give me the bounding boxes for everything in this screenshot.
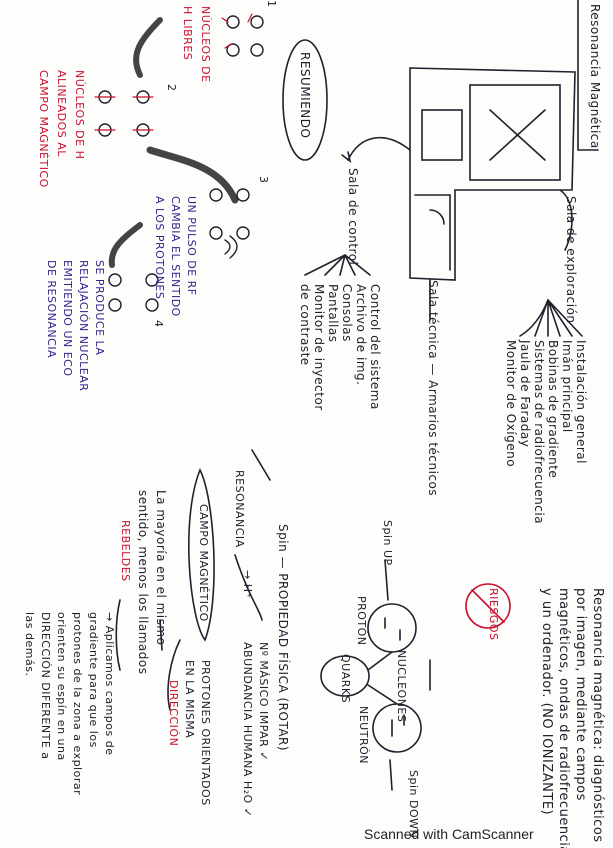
spin-line-12: REBELDES bbox=[119, 520, 132, 582]
step3-text-line-1: UN PULSO DE RF bbox=[185, 196, 198, 296]
step1-text-line-1: NÚCLEOS DE bbox=[199, 6, 212, 83]
step4-text-line-3: EMITIENDO UN ECO bbox=[61, 260, 74, 377]
exploracion-item-5: Jaula de Faraday bbox=[518, 340, 532, 448]
step-3: 3 bbox=[257, 176, 270, 184]
spin-line-13: → Aplicamos campos de bbox=[103, 612, 116, 756]
proton-label: PROTÓN bbox=[355, 596, 368, 646]
definition-line-3: magnéticos, ondas de radiofrecuencia bbox=[556, 588, 571, 848]
spin-line-14: gradiente para que los bbox=[87, 612, 100, 748]
spin-line-2: Nº MÁSICO IMPAR ✓ bbox=[257, 642, 270, 762]
spin-line-18: las demás. bbox=[23, 612, 36, 677]
control-item-5: Monitor de inyector bbox=[312, 284, 326, 411]
step-4: 4 bbox=[152, 320, 165, 328]
exploracion-item-3: Bobinas de gradiente bbox=[546, 340, 560, 479]
quarks-label: QUARKS bbox=[339, 654, 352, 704]
step-2: 2 bbox=[165, 84, 178, 92]
exploracion-item-1: Instalación general bbox=[574, 340, 588, 464]
exploracion-item-2: Imán principal bbox=[560, 340, 574, 433]
spin-line-15: protones de la zona a explorar bbox=[71, 612, 84, 796]
step-1: 1 bbox=[265, 0, 278, 8]
spin-line-4: → H⁺ bbox=[241, 570, 254, 599]
step2-text-line-1: NÚCLEOS DE H bbox=[73, 70, 86, 160]
control-item-1: Control del sistema bbox=[368, 284, 382, 410]
scanner-watermark: Scanned with CamScanner bbox=[364, 826, 534, 842]
spin-line-9: DIRECCIÓN bbox=[167, 680, 180, 747]
control-item-3: Consolas bbox=[340, 284, 354, 342]
exploracion-item-4: Sistemas de radiofrecuencia bbox=[532, 340, 546, 525]
step1-text-line-2: H LIBRES bbox=[181, 6, 194, 61]
sala-tecnica-label: Sala técnica — Armarios técnicos bbox=[426, 280, 440, 497]
spin-line-1: Spin — PROPIEDAD FÍSICA (ROTAR) bbox=[276, 524, 290, 752]
step2-text-line-3: CAMPO MAGNÉTICO bbox=[37, 70, 50, 188]
sala-exploracion-label: Sala de exploración bbox=[564, 196, 578, 324]
control-item-4: Pantallas bbox=[326, 284, 340, 343]
step2-text-line-2: ALINEADOS AL bbox=[55, 70, 68, 157]
riesgos-label: RIESGOS bbox=[487, 588, 500, 641]
spin-line-17: DIRECCIÓN DIFERENTE a bbox=[39, 612, 52, 760]
definition-line-2: por imagen, mediante campos bbox=[573, 588, 588, 801]
definition-line-4: y un ordenador. (NO IONIZANTE) bbox=[539, 588, 554, 816]
spin-line-5: RESONANCIA bbox=[233, 470, 246, 548]
resumiendo-heading: RESUMIENDO bbox=[298, 52, 312, 139]
spin-line-7: PROTONES ORIENTADOS bbox=[199, 660, 212, 806]
step4-text-line-4: DE RESONANCIA bbox=[45, 260, 58, 359]
page-title: Resonancia Magnética bbox=[588, 4, 602, 149]
spin-line-3: ABUNDANCIA HUMANA H₂O ✓ bbox=[241, 642, 254, 818]
step4-text-line-1: SE PRODUCE LA bbox=[93, 260, 106, 356]
step3-text-line-2: CAMBIA EL SENTIDO bbox=[169, 196, 182, 317]
definition-line-1: Resonancia magnética: diagnósticos bbox=[590, 588, 605, 843]
step4-text-line-2: RELAJACIÓN NUCLEAR bbox=[77, 260, 90, 392]
spin-line-10: La mayoría en el mismo bbox=[154, 490, 168, 646]
sala-control-label: Sala de control bbox=[346, 168, 360, 266]
spin-line-8: EN LA MISMA bbox=[183, 660, 196, 739]
floorplan-sketch bbox=[409, 67, 576, 281]
step3-text-line-3: A LOS PROTONES bbox=[153, 196, 166, 300]
exploracion-item-6: Monitor de Oxígeno bbox=[504, 340, 518, 468]
nucleons-label: NUCLEONES bbox=[395, 650, 408, 723]
spin-line-16: orienten su espín en una bbox=[55, 612, 68, 761]
control-item-6: de contraste bbox=[298, 284, 312, 366]
spin-line-6: CAMPO MAGNÉTICO bbox=[197, 504, 210, 622]
control-item-2: Archivo de img. bbox=[354, 284, 368, 386]
neutron-label: NEUTRÓN bbox=[357, 706, 370, 764]
spin-up-label: Spin UP bbox=[381, 520, 394, 566]
spin-line-11: sentido, menos los llamados bbox=[136, 490, 150, 675]
